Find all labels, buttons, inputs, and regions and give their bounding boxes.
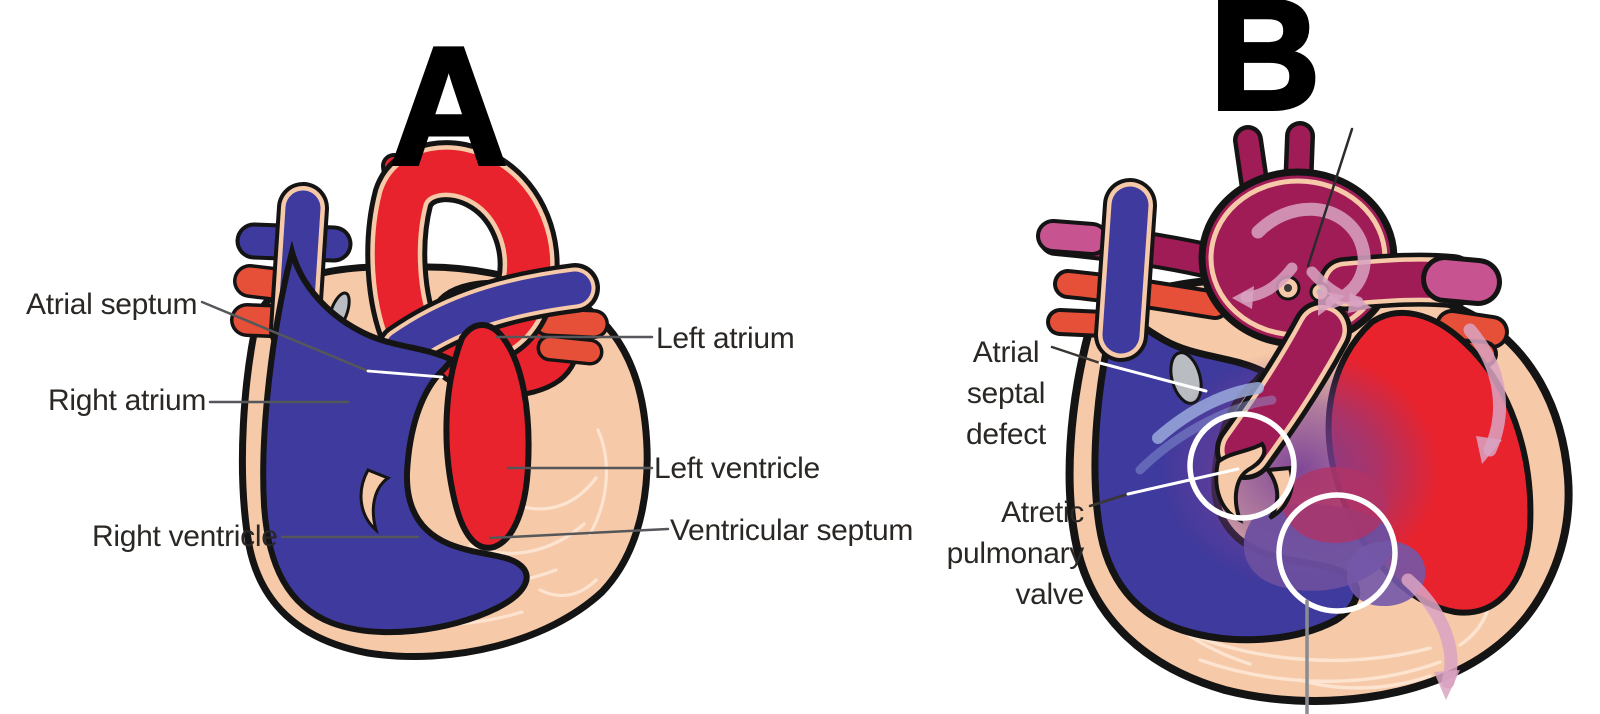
atretic-pulmonary-trunk-b xyxy=(1215,300,1352,480)
label-left-ventricle: Left ventricle xyxy=(654,452,820,485)
leader-atrial-septum xyxy=(200,300,370,373)
label-right-atrium: Right atrium xyxy=(48,384,207,417)
tricuspid-flap-a xyxy=(359,468,392,535)
pulmonary-trunk-a xyxy=(377,263,600,373)
label-atretic-line3: valve xyxy=(1015,578,1084,611)
label-atretic-line2: pulmonary xyxy=(946,537,1085,570)
label-atrial-septum: Atrial septum xyxy=(26,288,198,321)
label-atrial-septal-defect: Atrial septal defect xyxy=(950,332,1062,455)
label-ventricular-septum: Ventricular septum xyxy=(670,514,914,547)
asd-shunt-streak xyxy=(1135,382,1277,475)
leader-asd xyxy=(1050,345,1102,365)
label-atretic-line1: Atretic xyxy=(1001,496,1084,529)
left-ventricle-a xyxy=(443,322,532,551)
superior-vena-cava-b xyxy=(1094,178,1157,362)
label-right-ventricle: Right ventricle xyxy=(92,520,278,553)
leader-line-top-offscreen xyxy=(1306,127,1354,268)
label-asd-line2: septal xyxy=(966,377,1046,410)
heart-b-pulmonary-atresia xyxy=(1036,121,1573,714)
pulmonary-veins-right-a xyxy=(533,307,609,366)
leader-asd-tip xyxy=(1098,361,1208,393)
panel-b-letter: B xyxy=(1208,0,1323,143)
label-asd-line3: defect xyxy=(966,418,1046,451)
highlight-circle-atretic-valve xyxy=(1187,411,1297,521)
highlight-circle-ventricular-region xyxy=(1276,492,1398,614)
leader-ventricular-septum xyxy=(488,527,670,540)
label-atretic-pulmonary-valve: Atretic pulmonary valve xyxy=(900,492,1085,615)
leader-lines-b xyxy=(1050,127,1354,714)
mixed-blood-blob xyxy=(1283,467,1387,543)
leader-atretic-valve xyxy=(1088,492,1130,508)
leader-atrial-septum-tip xyxy=(366,369,444,379)
leader-atretic-valve-tip xyxy=(1126,467,1240,496)
hypoplastic-rv-blob-2 xyxy=(1346,541,1426,607)
heart-a-normal xyxy=(200,140,670,660)
panel-a-letter: A xyxy=(388,12,510,200)
label-left-atrium: Left atrium xyxy=(656,322,795,355)
leader-lines-a xyxy=(200,300,670,540)
blood-flow-arrowheads xyxy=(1232,286,1502,700)
label-asd-line1: Atrial xyxy=(972,336,1040,369)
